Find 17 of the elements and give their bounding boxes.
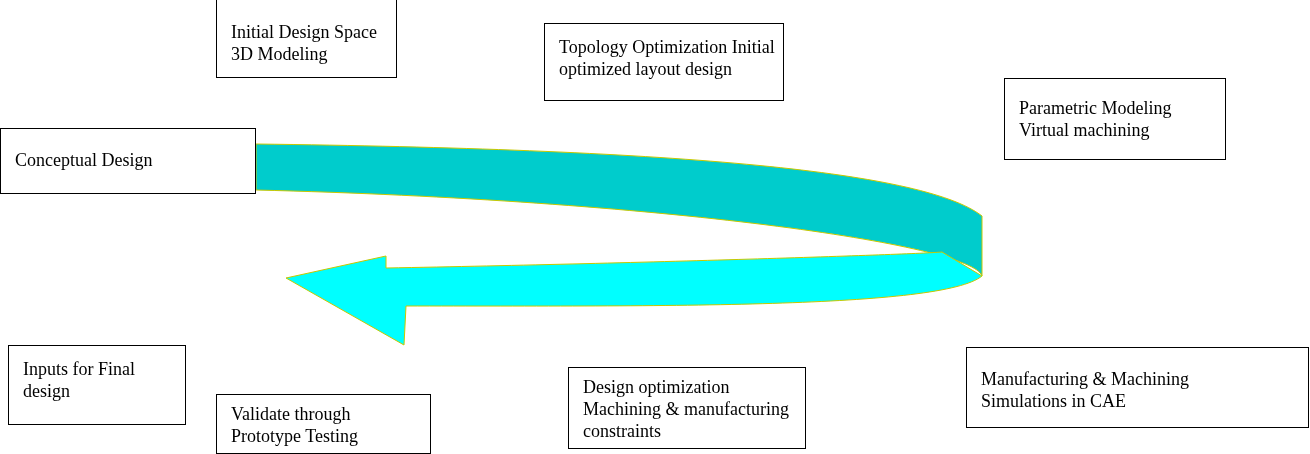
box-label: Parametric Modeling Virtual machining: [1019, 97, 1173, 141]
process-box: [216, 394, 431, 454]
box-label: Conceptual Design: [15, 149, 154, 171]
box-label: Inputs for Final design: [23, 358, 136, 402]
box-label: Manufacturing & Machining Simulations in CAE: [981, 368, 1190, 412]
process-box: [544, 23, 784, 101]
process-box: [1004, 78, 1226, 160]
curved-arrow: [255, 143, 983, 346]
process-box: [0, 128, 256, 194]
process-box: [216, 0, 397, 78]
process-box: [966, 347, 1309, 428]
box-label: Validate through Prototype Testing: [231, 403, 359, 447]
process-box: [568, 367, 806, 449]
box-label: Topology Optimization Initial optimized layout design: [559, 36, 776, 80]
box-label: Design optimization Machining & manufacturing constraints: [583, 376, 790, 442]
process-box: [8, 345, 186, 425]
box-label: Initial Design Space 3D Modeling: [231, 21, 378, 65]
